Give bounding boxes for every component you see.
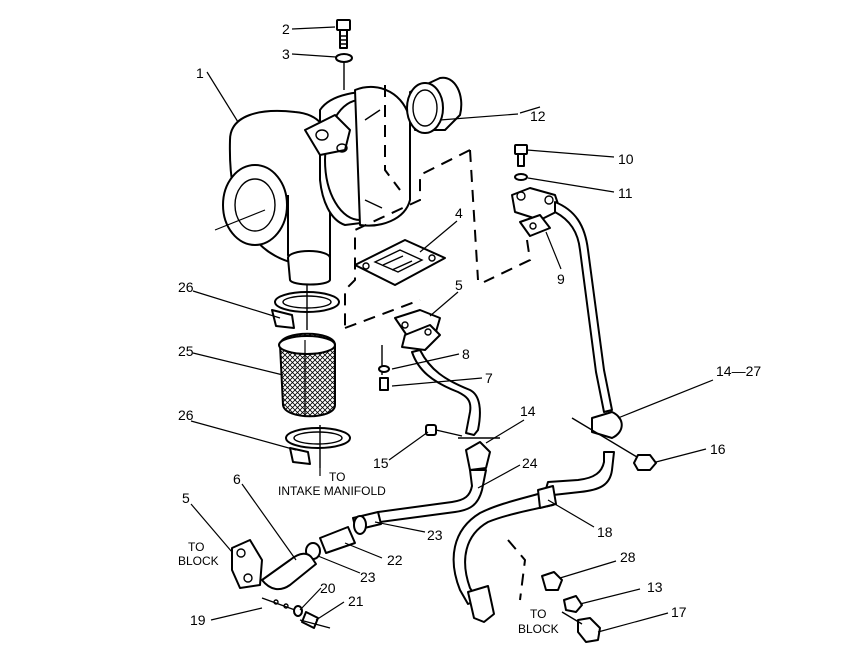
gasket — [344, 149, 479, 330]
callout-14: 14 — [520, 403, 536, 419]
callout-6: 6 — [233, 471, 241, 487]
callout-22: 22 — [387, 552, 403, 568]
callout-5-upper: 5 — [455, 277, 463, 293]
intake-hose — [278, 332, 336, 418]
callout-labels: 1 2 3 4 5 8 7 12 10 11 9 14—27 16 14 15 … — [178, 21, 761, 628]
fitting-17 — [561, 611, 601, 643]
note-to-intake-1: TO — [329, 470, 345, 484]
callout-23-left: 23 — [360, 569, 376, 585]
callout-1: 1 — [196, 65, 204, 81]
callout-7: 7 — [485, 370, 493, 386]
turbocharger — [214, 85, 411, 286]
note-to-block-left-1: TO — [188, 540, 204, 554]
callout-13: 13 — [647, 579, 663, 595]
oil-inlet-line — [483, 144, 657, 471]
callout-17: 17 — [671, 604, 687, 620]
callout-10: 10 — [618, 151, 634, 167]
washer — [335, 53, 353, 90]
callout-15: 15 — [373, 455, 389, 471]
drain-line-lower — [231, 424, 500, 629]
hose-clamp-upper — [271, 285, 340, 330]
callout-19: 19 — [190, 612, 206, 628]
callout-23-right: 23 — [427, 527, 443, 543]
callout-11: 11 — [618, 185, 633, 201]
note-to-intake-2: INTAKE MANIFOLD — [278, 484, 386, 498]
leader-lines — [190, 26, 714, 633]
callout-8: 8 — [462, 346, 470, 362]
callout-18: 18 — [597, 524, 613, 540]
fitting-13 — [563, 595, 583, 613]
bolt — [336, 19, 351, 49]
callout-21: 21 — [348, 593, 364, 609]
note-to-block-left-2: BLOCK — [178, 554, 219, 568]
callout-12: 12 — [530, 108, 546, 124]
hose-clamp-lower — [285, 425, 351, 468]
callout-26-lower: 26 — [178, 407, 194, 423]
callout-4: 4 — [455, 205, 463, 221]
callout-28: 28 — [620, 549, 636, 565]
fitting-28 — [541, 571, 563, 591]
callout-9: 9 — [557, 271, 565, 287]
callout-16: 16 — [710, 441, 726, 457]
callout-26-upper: 26 — [178, 279, 194, 295]
coupling-hose — [406, 76, 519, 134]
note-to-block-right-1: TO — [530, 607, 546, 621]
callout-25: 25 — [178, 343, 194, 359]
callout-24: 24 — [522, 455, 538, 471]
callout-20: 20 — [320, 580, 336, 596]
drain-flange-upper — [378, 309, 481, 436]
callout-5-lower: 5 — [182, 490, 190, 506]
callout-14-27: 14—27 — [716, 363, 761, 379]
callout-3: 3 — [282, 46, 290, 62]
note-to-block-right-2: BLOCK — [518, 622, 559, 636]
direction-notes: TO INTAKE MANIFOLD TO BLOCK TO BLOCK — [178, 470, 559, 636]
callout-2: 2 — [282, 21, 290, 37]
